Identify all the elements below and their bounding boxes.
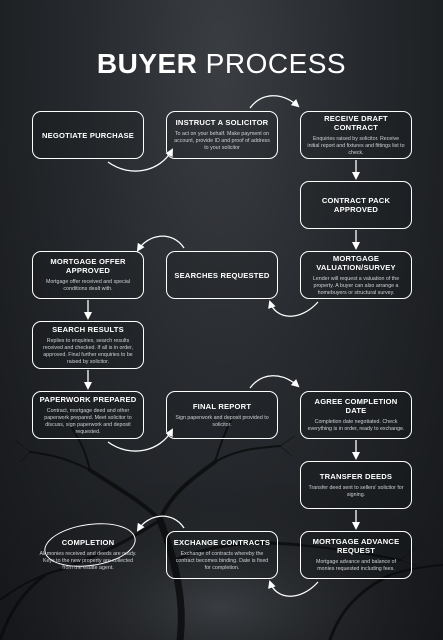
step-title: MORTGAGE OFFER APPROVED (50, 257, 126, 275)
step-mortgage-advance-request: MORTGAGE ADVANCE REQUEST Mortgage advanc… (300, 531, 412, 579)
step-title: SEARCHES REQUESTED (174, 270, 270, 280)
step-description: Replies to enquiries, search results rec… (42, 337, 134, 365)
step-description: Exchange of contracts whereby the contra… (175, 551, 269, 571)
step-title: PAPERWORK PREPARED (39, 394, 137, 404)
step-title: INSTRUCT A SOLICITOR (175, 118, 269, 127)
step-contract-pack-approved: CONTRACT PACK APPROVED (300, 181, 412, 229)
step-description: To act on your behalf. Make payment on a… (174, 131, 270, 151)
step-title: CONTRACT PACK APPROVED (321, 196, 391, 214)
title-bold-part: BUYER (96, 48, 198, 79)
step-exchange-contracts: EXCHANGE CONTRACTS Exchange of contracts… (166, 531, 278, 579)
step-mortgage-valuation-survey: MORTGAGE VALUATION/SURVEY Lender will re… (300, 251, 412, 299)
step-description: Completion date negotiated. Check everyt… (307, 419, 405, 432)
step-agree-completion-date: AGREE COMPLETION DATE Completion date ne… (300, 391, 412, 439)
step-description: Mortgage advance and balance of monies r… (315, 559, 397, 572)
step-description: All monies received and deeds are ready.… (39, 551, 137, 571)
step-search-results: SEARCH RESULTS Replies to enquiries, sea… (32, 321, 144, 369)
step-completion: COMPLETION All monies received and deeds… (32, 531, 144, 579)
step-receive-draft-contract: RECEIVE DRAFT CONTRACT Enquiries raised … (300, 111, 412, 159)
page-title: BUYER PROCESS (0, 48, 443, 80)
step-final-report: FINAL REPORT Sign paperwork and deposit … (166, 391, 278, 439)
step-description: Mortgage offer received and special cond… (45, 279, 131, 292)
step-title: AGREE COMPLETION DATE (314, 397, 398, 415)
step-title: EXCHANGE CONTRACTS (173, 538, 271, 547)
step-instruct-solicitor: INSTRUCT A SOLICITOR To act on your beha… (166, 111, 278, 159)
step-title: FINAL REPORT (192, 401, 252, 411)
step-title: MORTGAGE ADVANCE REQUEST (312, 537, 400, 555)
step-title: MORTGAGE VALUATION/SURVEY (316, 253, 396, 272)
step-transfer-deeds: TRANSFER DEEDS Transfer deed sent to sel… (300, 461, 412, 509)
step-title: NEGOTIATE PURCHASE (41, 130, 135, 140)
step-description: Sign paperwork and deposit provided to s… (175, 414, 269, 428)
step-description: Lender will request a valuation of the p… (312, 275, 400, 296)
step-description: Enquiries raised by solicitor. Receive i… (307, 135, 405, 156)
step-title: SEARCH RESULTS (52, 324, 124, 334)
step-mortgage-offer-approved: MORTGAGE OFFER APPROVED Mortgage offer r… (32, 251, 144, 299)
step-description: Contract, mortgage deed and other paperw… (44, 407, 132, 435)
step-title: TRANSFER DEEDS (319, 471, 393, 481)
step-title: COMPLETION (61, 538, 115, 547)
step-paperwork-prepared: PAPERWORK PREPARED Contract, mortgage de… (32, 391, 144, 439)
step-title: RECEIVE DRAFT CONTRACT (324, 113, 388, 132)
step-negotiate-purchase: NEGOTIATE PURCHASE (32, 111, 144, 159)
title-light-part: PROCESS (205, 48, 347, 79)
step-searches-requested: SEARCHES REQUESTED (166, 251, 278, 299)
step-description: Transfer deed sent to sellers' solicitor… (308, 484, 404, 498)
